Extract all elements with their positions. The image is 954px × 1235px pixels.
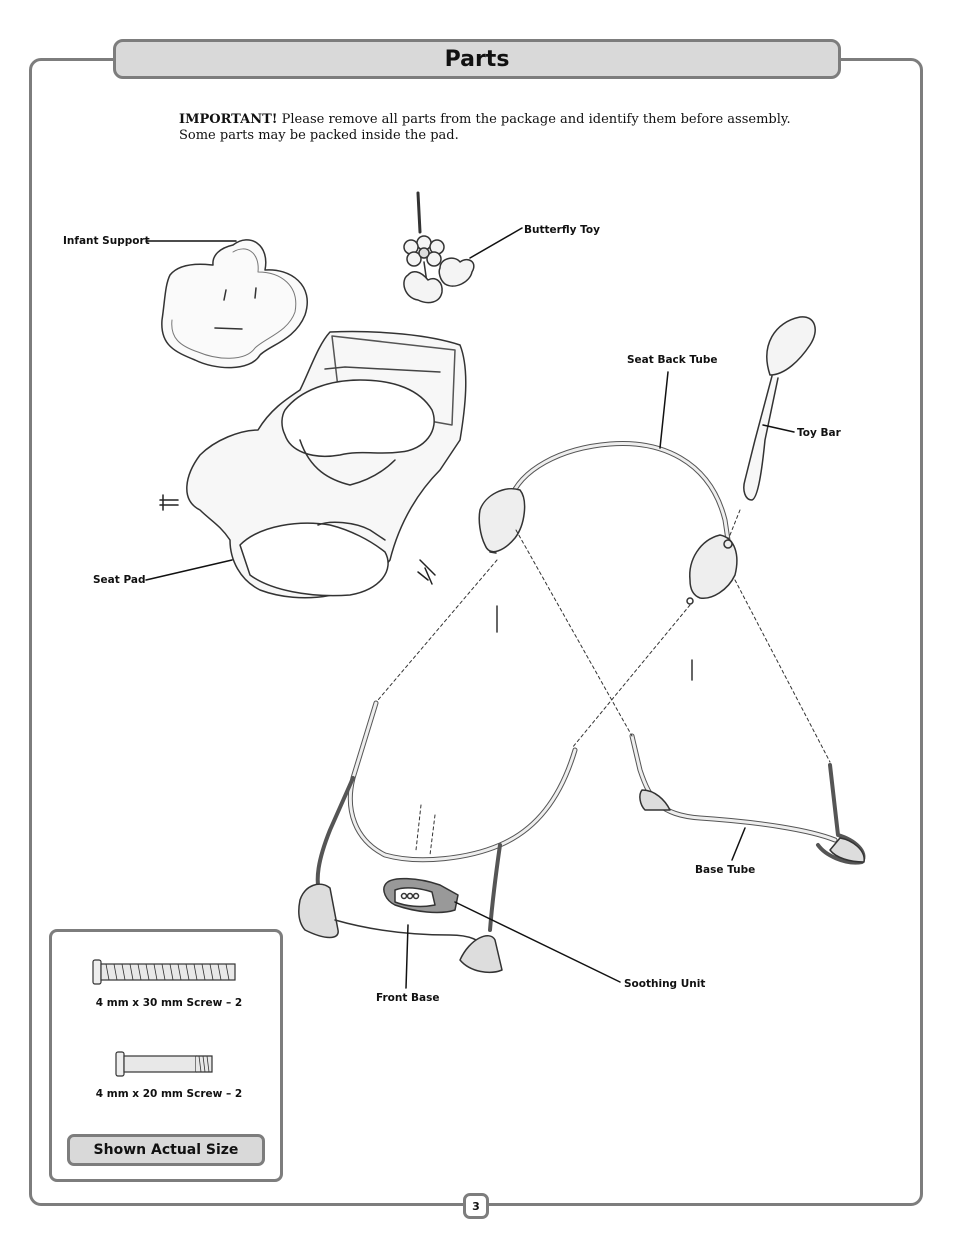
page-title: Parts <box>113 39 841 79</box>
screw-20-head <box>115 1051 125 1077</box>
front-base-illustration <box>298 700 578 973</box>
important-notice: IMPORTANT! Please remove all parts from … <box>179 112 819 144</box>
base-tube-illustration <box>629 733 866 865</box>
screw-20-threads <box>198 1055 210 1073</box>
seat-back-tube-label: Seat Back Tube <box>627 354 718 366</box>
screw-20-label: 4 mm x 20 mm Screw – 2 <box>95 1088 243 1100</box>
seat-pad-illustration <box>159 330 467 599</box>
butterfly-toy-label: Butterfly Toy <box>524 224 600 236</box>
infant-support-illustration <box>161 239 308 369</box>
intro-text-line2: Some parts may be packed inside the pad. <box>179 128 459 143</box>
hardware-panel: 4 mm x 30 mm Screw – 2 4 mm x 20 mm Scre… <box>49 929 283 1182</box>
screw-30-label: 4 mm x 30 mm Screw – 2 <box>95 997 243 1009</box>
toy-bar-label: Toy Bar <box>797 427 841 439</box>
screw-30-head <box>92 959 102 985</box>
toy-bar-illustration <box>743 316 816 501</box>
shown-actual-size-label: Shown Actual Size <box>67 1134 265 1166</box>
front-base-label: Front Base <box>376 992 440 1004</box>
screw-30-threads <box>105 963 230 981</box>
intro-text-line1: Please remove all parts from the package… <box>277 112 791 127</box>
seat-pad-label: Seat Pad <box>93 574 146 586</box>
seat-back-tube-illustration <box>478 441 738 605</box>
hardware-illustration <box>92 959 236 1077</box>
base-tube-label: Base Tube <box>695 864 756 876</box>
butterfly-toy-illustration <box>403 191 475 304</box>
page-number: 3 <box>463 1193 489 1219</box>
soothing-unit-illustration <box>383 877 459 914</box>
soothing-unit-label: Soothing Unit <box>624 978 706 990</box>
important-label: IMPORTANT! <box>179 112 278 127</box>
infant-support-label: Infant Support <box>63 235 150 247</box>
